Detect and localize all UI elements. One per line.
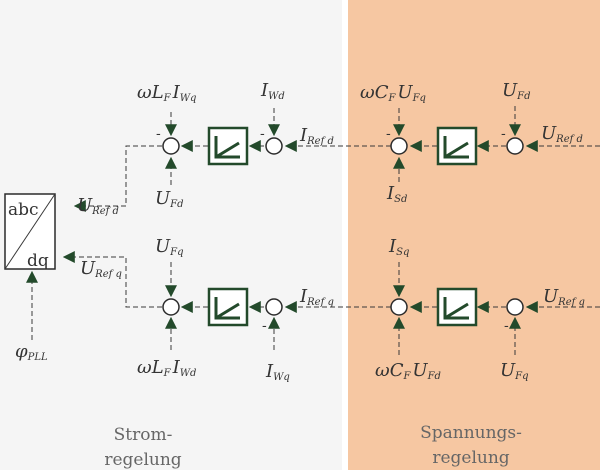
sum-voltage-q-err [506, 298, 524, 316]
caption-voltage-control-line2: regelung [432, 448, 509, 468]
sum-voltage-q-out [390, 298, 408, 316]
minus-sign-voltage-d-cross: - [386, 126, 391, 142]
label-irefq: IRef q [299, 286, 334, 308]
label-irefd: IRef d [299, 125, 334, 147]
label-isd: ISd [386, 183, 407, 205]
label-iwd: IWd [260, 80, 285, 102]
label-urefd-input: URef d [541, 123, 583, 145]
region-divider [342, 0, 348, 470]
sum-voltage-d-err [506, 137, 524, 155]
minus-sign-voltage-d-feedback: - [501, 126, 506, 142]
label-phi-pll: φPLL [15, 341, 48, 363]
sum-current-q-out [162, 298, 180, 316]
voltage-control-region [348, 0, 600, 470]
wire-urefd-out [73, 145, 162, 212]
sum-voltage-d-out [390, 137, 408, 155]
label-ufd-feedforward: UFd [155, 188, 184, 210]
sum-current-d-out [162, 137, 180, 155]
sum-current-d-err [265, 137, 283, 155]
caption-current-control-line2: regelung [104, 450, 181, 470]
sum-current-q-err [265, 298, 283, 316]
label-urefq-output: URef q [80, 258, 122, 280]
pi-controller-current-d [207, 126, 249, 166]
label-ufq-feedforward: UFq [155, 236, 184, 258]
label-urefq-input: URef q [543, 286, 585, 308]
pi-controller-current-q [207, 287, 249, 327]
minus-sign-current-d-cross: - [156, 126, 161, 142]
label-urefd-output: URef d [77, 195, 119, 217]
current-control-region [0, 0, 342, 470]
pi-controller-voltage-q [436, 287, 478, 327]
label-ufq-measured: UFq [500, 360, 529, 382]
label-ufd-measured: UFd [502, 80, 531, 102]
transform-label-abc: abc [8, 200, 39, 220]
abc-dq-transform-block: abc dq [4, 193, 56, 271]
wire-urefq-out [62, 251, 162, 308]
caption-current-control-line1: Strom- [114, 425, 173, 445]
label-isq: ISq [388, 236, 409, 258]
minus-sign-current-d-feedback: - [260, 126, 265, 142]
caption-voltage-control-line1: Spannungs- [420, 423, 522, 443]
transform-label-dq: dq [27, 251, 49, 271]
minus-sign-current-q-feedback: - [262, 318, 267, 334]
pi-controller-voltage-d [436, 126, 478, 166]
minus-sign-voltage-q-feedback: - [504, 318, 509, 334]
label-iwq: IWq [265, 361, 290, 383]
